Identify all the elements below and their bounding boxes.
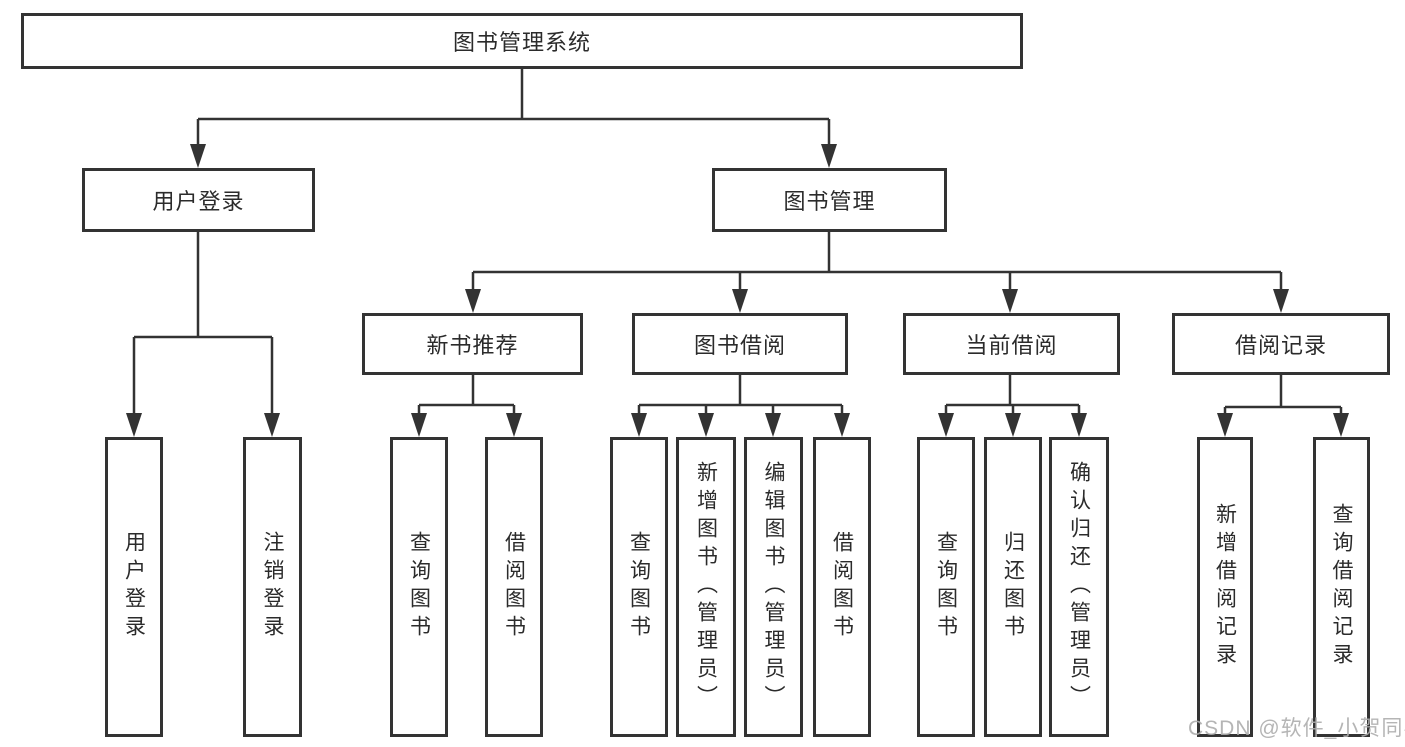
leaf-borrow-query-books: 查询图书 bbox=[610, 437, 668, 737]
connector-mgmt-branch bbox=[473, 232, 1281, 274]
leaf-recommend-query-books: 查询图书 bbox=[390, 437, 448, 737]
leaf-borrow-borrow-books: 借阅图书 bbox=[813, 437, 871, 737]
leaf-recommend-borrow-books: 借阅图书 bbox=[485, 437, 543, 737]
leaf-current-confirm-return-admin-label: 确认归还（管理员） bbox=[1067, 461, 1091, 713]
node-borrow-records: 借阅记录 bbox=[1172, 313, 1390, 375]
leaf-records-add-record-label: 新增借阅记录 bbox=[1213, 503, 1237, 671]
leaf-borrow-edit-books-admin-label: 编辑图书（管理员） bbox=[762, 461, 785, 713]
node-book-management: 图书管理 bbox=[712, 168, 947, 232]
leaf-recommend-query-books-label: 查询图书 bbox=[407, 531, 431, 643]
leaf-current-query-books: 查询图书 bbox=[917, 437, 975, 737]
node-book-borrow: 图书借阅 bbox=[632, 313, 848, 375]
leaf-logout-label: 注销登录 bbox=[261, 531, 284, 643]
leaf-records-query-record-label: 查询借阅记录 bbox=[1330, 503, 1353, 671]
connector-root bbox=[198, 69, 829, 121]
watermark: CSDN @软件_小贺同学 bbox=[1188, 717, 1405, 740]
leaf-borrow-borrow-books-label: 借阅图书 bbox=[830, 531, 854, 643]
leaf-current-confirm-return-admin: 确认归还（管理员） bbox=[1049, 437, 1109, 737]
leaf-user-login-label: 用户登录 bbox=[122, 531, 146, 643]
node-current-borrow-label: 当前借阅 bbox=[965, 333, 1058, 358]
node-book-borrow-label: 图书借阅 bbox=[693, 333, 786, 358]
leaf-borrow-add-books-admin-label: 新增图书（管理员） bbox=[694, 461, 718, 713]
connector-recommend bbox=[419, 375, 514, 407]
node-root-label: 图书管理系统 bbox=[452, 30, 591, 55]
node-current-borrow: 当前借阅 bbox=[903, 313, 1120, 375]
node-book-management-label: 图书管理 bbox=[783, 189, 876, 214]
leaf-borrow-edit-books-admin: 编辑图书（管理员） bbox=[744, 437, 803, 737]
leaf-user-login: 用户登录 bbox=[105, 437, 163, 737]
connector-current bbox=[946, 375, 1079, 407]
leaf-records-query-record: 查询借阅记录 bbox=[1313, 437, 1370, 737]
node-new-book-recommend: 新书推荐 bbox=[362, 313, 583, 375]
leaf-records-add-record: 新增借阅记录 bbox=[1197, 437, 1253, 737]
leaf-borrow-add-books-admin: 新增图书（管理员） bbox=[676, 437, 736, 737]
node-borrow-records-label: 借阅记录 bbox=[1234, 333, 1327, 358]
leaf-borrow-query-books-label: 查询图书 bbox=[627, 531, 651, 643]
connector-records bbox=[1225, 375, 1341, 409]
leaf-current-return-books: 归还图书 bbox=[984, 437, 1042, 737]
node-new-book-recommend-label: 新书推荐 bbox=[426, 333, 519, 358]
node-user-login-label: 用户登录 bbox=[152, 189, 245, 214]
leaf-logout: 注销登录 bbox=[243, 437, 302, 737]
connector-user-branch bbox=[134, 232, 272, 339]
leaf-current-return-books-label: 归还图书 bbox=[1001, 531, 1025, 643]
node-user-login: 用户登录 bbox=[82, 168, 315, 232]
node-root: 图书管理系统 bbox=[21, 13, 1023, 69]
leaf-recommend-borrow-books-label: 借阅图书 bbox=[502, 531, 526, 643]
leaf-current-query-books-label: 查询图书 bbox=[934, 531, 958, 643]
connector-borrow bbox=[639, 375, 842, 407]
